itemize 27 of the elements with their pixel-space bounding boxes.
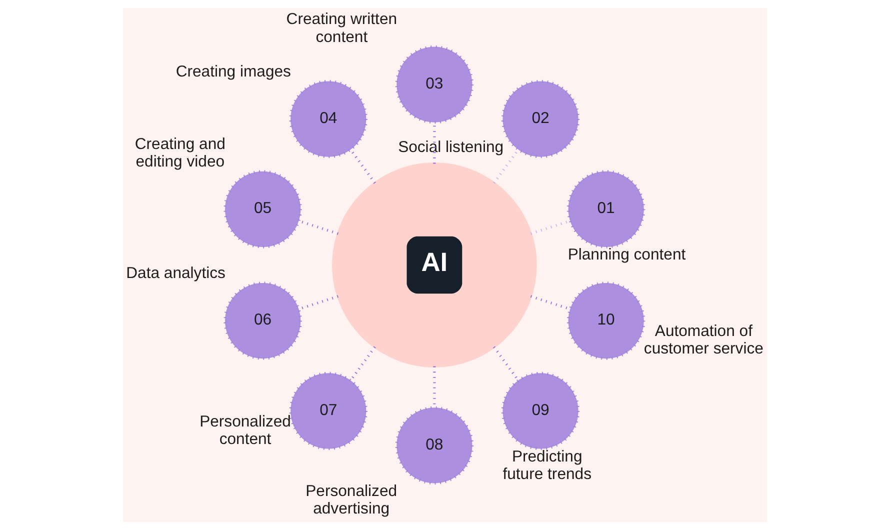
node-circle: 09 (501, 372, 580, 450)
connector (298, 295, 338, 310)
connector (492, 346, 520, 381)
node-circle: 05 (224, 170, 302, 248)
connector (492, 149, 520, 184)
node-label: Personalized content (200, 413, 291, 448)
node-circle: 10 (566, 282, 646, 360)
node-circle: 03 (395, 45, 474, 124)
connector (298, 220, 338, 235)
node-label: Planning content (568, 246, 686, 264)
node-label: Automation of customer service (644, 323, 764, 358)
node-label: Social listening (398, 138, 504, 156)
node-circle: 07 (289, 372, 368, 450)
connector (350, 149, 376, 184)
node-label: Personalized advertising (306, 482, 398, 518)
node-label: Creating and editing video (134, 136, 226, 170)
node-circle: 02 (501, 80, 580, 158)
node-label: Predicting future trends (502, 448, 592, 484)
node-circle: 06 (224, 282, 302, 360)
node-label: Data analytics (126, 265, 226, 282)
node-circle: 08 (395, 406, 474, 485)
node-label: Creating written content (286, 11, 398, 46)
node-circle: 01 (566, 170, 646, 248)
connector (350, 346, 376, 381)
node-label: Creating images (176, 63, 291, 80)
node-circle: AI (332, 162, 537, 368)
node-circle: 04 (289, 80, 368, 158)
